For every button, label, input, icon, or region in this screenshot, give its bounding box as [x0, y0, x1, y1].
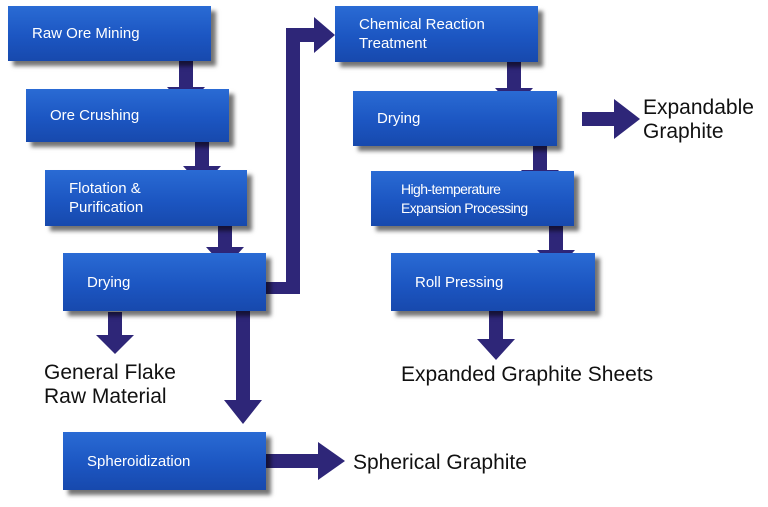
step-high-temperature-expansion: High-temperature Expansion Processing: [371, 171, 574, 226]
product-expandable-graphite: Expandable Graphite: [643, 96, 754, 143]
step-drying-left: Drying: [63, 253, 266, 311]
arrow-drying-to-general-flake: [96, 312, 134, 354]
step-label: Drying: [377, 110, 421, 127]
step-roll-pressing: Roll Pressing: [391, 253, 595, 311]
step-label: Spheroidization: [87, 452, 191, 470]
step-raw-ore-mining: Raw Ore Mining: [8, 6, 211, 61]
arrow-roll-to-sheets: [477, 304, 515, 360]
step-spheroidization: Spheroidization: [63, 432, 266, 490]
step-ore-crushing: Ore Crushing: [26, 89, 229, 142]
step-label: Chemical Reaction Treatment: [359, 16, 485, 52]
product-expanded-graphite-sheets: Expanded Graphite Sheets: [401, 363, 654, 386]
arrow-drying-to-chemical: [266, 17, 335, 294]
step-drying-right: Drying: [353, 91, 557, 146]
product-general-flake: General Flake Raw Material: [44, 361, 176, 408]
arrow-drying-to-spheroidization: [224, 298, 262, 424]
step-label: Roll Pressing: [415, 273, 504, 291]
arrow-spheroidization-to-spherical: [256, 442, 345, 480]
step-label: Drying: [87, 273, 131, 291]
step-flotation-purification: Flotation & Purification: [45, 170, 247, 226]
product-spherical-graphite: Spherical Graphite: [353, 451, 527, 474]
step-label: Flotation & Purification: [69, 180, 144, 216]
arrow-drying-to-expandable: [582, 99, 640, 139]
step-label: High-temperature Expansion Processing: [401, 180, 528, 216]
step-label: Raw Ore Mining: [32, 25, 140, 42]
step-chemical-reaction: Chemical Reaction Treatment: [335, 6, 538, 62]
step-label: Ore Crushing: [50, 107, 140, 124]
